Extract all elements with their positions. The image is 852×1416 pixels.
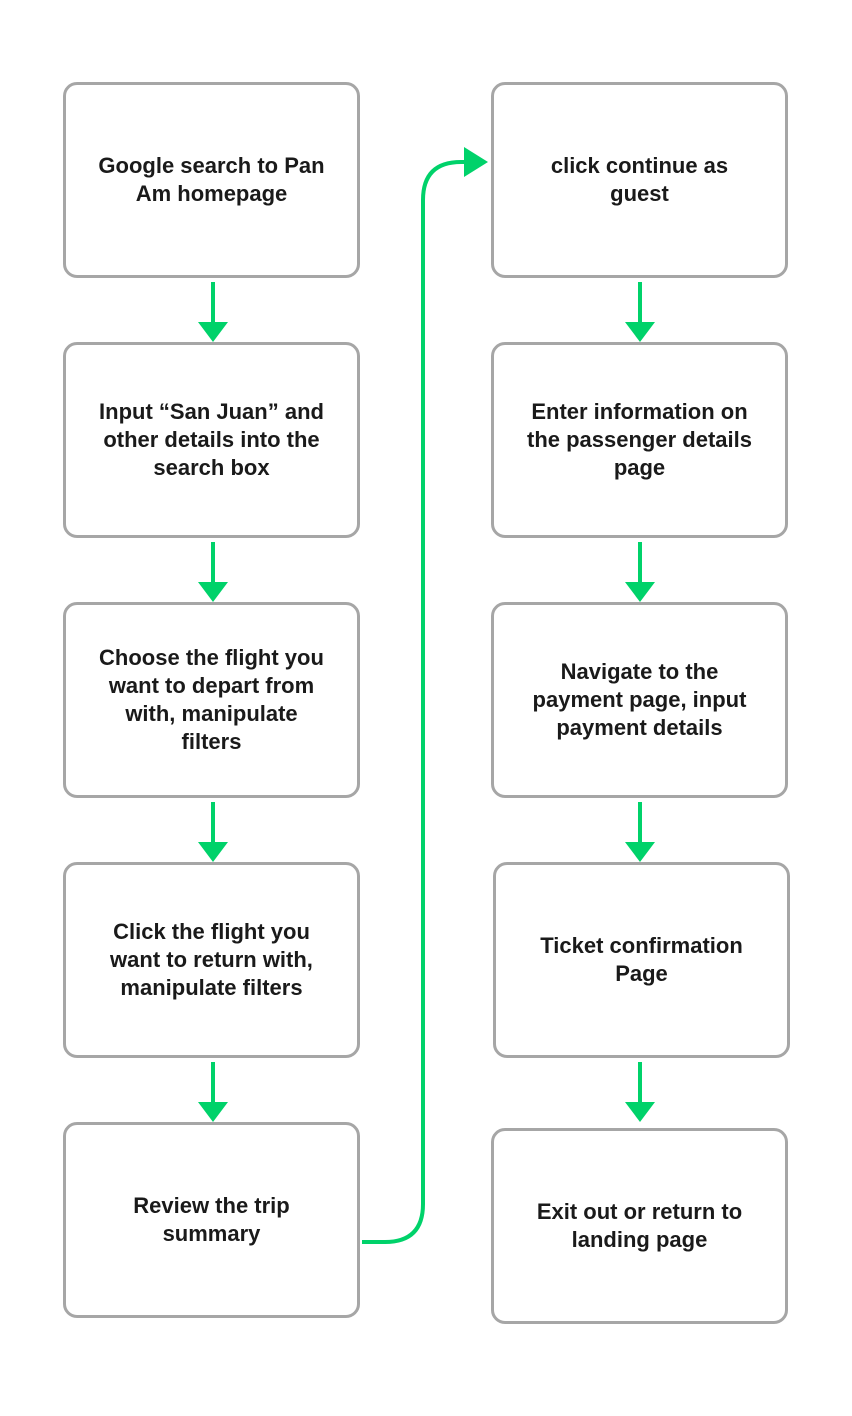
step-label: Navigate to the payment page, input paym… <box>532 659 747 740</box>
step-label: Review the trip summary <box>133 1193 290 1246</box>
step-label: Choose the flight you want to depart fro… <box>99 645 324 754</box>
step-box-choose-return-flight: Click the flight you want to return with… <box>63 862 360 1058</box>
arrow-5-to-6 <box>362 160 466 1244</box>
step-label: click continue as guest <box>550 153 729 206</box>
step-box-google-search: Google search to Pan Am homepage <box>63 82 360 278</box>
step-box-input-search: Input “San Juan” and other details into … <box>63 342 360 538</box>
arrowhead-9-to-10 <box>625 1102 655 1122</box>
step-label: Exit out or return to landing page <box>536 1199 743 1252</box>
arrowhead-2-to-3 <box>198 582 228 602</box>
arrowhead-4-to-5 <box>198 1102 228 1122</box>
step-box-passenger-details: Enter information on the passenger detai… <box>491 342 788 538</box>
step-label: Click the flight you want to return with… <box>110 919 313 1000</box>
step-box-choose-depart-flight: Choose the flight you want to depart fro… <box>63 602 360 798</box>
arrowhead-1-to-2 <box>198 322 228 342</box>
arrowhead-5-to-6 <box>464 147 488 177</box>
step-box-review-trip-summary: Review the trip summary <box>63 1122 360 1318</box>
arrowhead-3-to-4 <box>198 842 228 862</box>
arrowhead-8-to-9 <box>625 842 655 862</box>
step-label: Google search to Pan Am homepage <box>98 153 325 206</box>
arrowhead-6-to-7 <box>625 322 655 342</box>
step-label: Enter information on the passenger detai… <box>527 399 752 480</box>
step-label: Ticket confirmation Page <box>540 933 743 986</box>
step-box-payment-details: Navigate to the payment page, input paym… <box>491 602 788 798</box>
step-box-continue-as-guest: click continue as guest <box>491 82 788 278</box>
step-box-ticket-confirmation: Ticket confirmation Page <box>493 862 790 1058</box>
step-box-exit-or-return: Exit out or return to landing page <box>491 1128 788 1324</box>
step-label: Input “San Juan” and other details into … <box>99 399 324 480</box>
arrowhead-7-to-8 <box>625 582 655 602</box>
